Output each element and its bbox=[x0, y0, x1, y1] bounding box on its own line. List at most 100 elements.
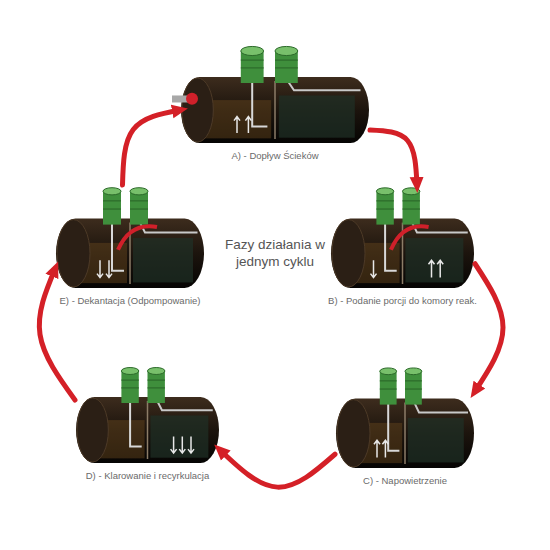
phase-caption: C) - Napowietrzenie bbox=[363, 475, 447, 487]
phase-caption: D) - Klarowanie i recyrkulacja bbox=[86, 470, 210, 482]
septic-tank: E) - Dekantacja (Odpompowanie) bbox=[55, 185, 205, 290]
reactor-compartment bbox=[150, 415, 208, 457]
reactor-compartment bbox=[408, 418, 464, 462]
caption-group: B) - Podanie porcji do komory reak. bbox=[328, 295, 477, 307]
hatch bbox=[148, 371, 165, 403]
caption-group: C) - Napowietrzenie bbox=[363, 475, 447, 487]
phase-caption: A) - Dopływ Ścieków bbox=[231, 150, 318, 162]
tank-body bbox=[181, 77, 369, 143]
hatch bbox=[130, 191, 148, 224]
hatch-rib bbox=[275, 67, 298, 68]
tank-shape bbox=[180, 45, 370, 145]
reactor-compartment bbox=[405, 238, 463, 282]
hatch-lid bbox=[148, 368, 165, 375]
cycle-arrow bbox=[220, 450, 335, 487]
hatch-rib bbox=[130, 208, 148, 209]
hatch-lid bbox=[405, 368, 422, 375]
phase-caption: E) - Dekantacja (Odpompowanie) bbox=[60, 295, 201, 307]
tank-end bbox=[332, 220, 365, 287]
hatch bbox=[376, 191, 393, 224]
caption-group: D) - Klarowanie i recyrkulacja bbox=[86, 470, 210, 482]
flow-arrow bbox=[171, 437, 177, 454]
flow-arrow bbox=[382, 440, 388, 457]
tank-body bbox=[76, 397, 219, 463]
hatch-lid bbox=[380, 368, 397, 375]
hatch-rib bbox=[275, 59, 298, 60]
flow-arrow bbox=[188, 437, 194, 454]
hatch bbox=[121, 371, 138, 403]
flow-arrow bbox=[371, 260, 377, 277]
hatch-rib bbox=[148, 380, 165, 381]
flow-arrow bbox=[437, 260, 443, 277]
hatch bbox=[405, 371, 422, 404]
tank-shape bbox=[75, 365, 220, 465]
hatch-rib bbox=[121, 387, 138, 388]
septic-tank: A) - Dopływ Ścieków bbox=[180, 45, 370, 145]
cycle-arrow bbox=[475, 264, 503, 392]
hatch-rib bbox=[241, 59, 264, 60]
hatch-lid bbox=[130, 188, 148, 195]
hatch bbox=[103, 191, 121, 224]
phase-caption: B) - Podanie porcji do komory reak. bbox=[328, 295, 477, 307]
pipe bbox=[252, 79, 267, 127]
pipe bbox=[130, 399, 142, 447]
hatch-lid bbox=[376, 188, 393, 195]
caption-group: E) - Dekantacja (Odpompowanie) bbox=[60, 295, 201, 307]
tank-shape bbox=[55, 185, 205, 290]
septic-tank: D) - Klarowanie i recyrkulacja bbox=[75, 365, 220, 465]
caption-group: A) - Dopływ Ścieków bbox=[231, 150, 318, 162]
flow-arrow bbox=[97, 260, 103, 277]
hatch-rib bbox=[403, 200, 420, 201]
hatch-lid bbox=[275, 46, 298, 55]
tank-body bbox=[336, 399, 474, 468]
tank-body bbox=[56, 219, 204, 288]
hatch-lid bbox=[241, 46, 264, 55]
septic-tank: C) - Napowietrzenie bbox=[335, 365, 475, 470]
hatch-lid bbox=[121, 368, 138, 375]
hatch-rib bbox=[403, 208, 420, 209]
hatch-rib bbox=[380, 380, 397, 381]
tank-shape bbox=[330, 185, 475, 290]
tank-body bbox=[331, 219, 474, 288]
tank-end bbox=[57, 220, 90, 287]
hatch-rib bbox=[148, 387, 165, 388]
reactor-compartment bbox=[133, 238, 193, 282]
hatch bbox=[380, 371, 397, 404]
flow-arrow bbox=[429, 260, 435, 277]
hatch-rib bbox=[380, 388, 397, 389]
hatch-rib bbox=[103, 208, 121, 209]
tank-end bbox=[337, 400, 370, 467]
partition-wall bbox=[147, 401, 149, 459]
flow-arrow bbox=[234, 117, 240, 134]
reactor-compartment bbox=[279, 95, 355, 137]
hatch-rib bbox=[376, 208, 393, 209]
hatch-rib bbox=[405, 380, 422, 381]
cycle-arrow bbox=[39, 269, 75, 400]
hatch-rib bbox=[405, 388, 422, 389]
hatch bbox=[403, 191, 420, 224]
flow-arrow bbox=[245, 117, 251, 134]
hatch-rib bbox=[130, 200, 148, 201]
pipe bbox=[388, 401, 399, 451]
pump-flow bbox=[118, 226, 157, 250]
hatch-rib bbox=[103, 200, 121, 201]
hatch-lid bbox=[103, 188, 121, 195]
inlet-cap bbox=[186, 93, 198, 105]
cycle-title: Fazy działania w jednym cyklu bbox=[212, 236, 338, 270]
hatch-rib bbox=[121, 380, 138, 381]
partition-wall bbox=[274, 81, 276, 139]
partition-wall bbox=[404, 403, 406, 464]
tank-shape bbox=[335, 365, 475, 470]
tank-end bbox=[77, 398, 108, 462]
hatch-rib bbox=[376, 200, 393, 201]
hatch-lid bbox=[403, 188, 420, 195]
flow-arrow bbox=[179, 437, 185, 454]
cycle-arrow bbox=[370, 130, 417, 185]
flow-arrow bbox=[374, 440, 380, 457]
tank-end bbox=[182, 78, 213, 142]
pump-flow bbox=[391, 226, 429, 250]
hatch-rib bbox=[241, 67, 264, 68]
septic-tank: B) - Podanie porcji do komory reak. bbox=[330, 185, 475, 290]
